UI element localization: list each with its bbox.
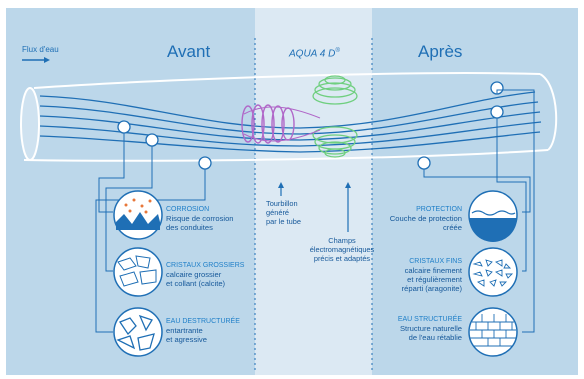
before-item-title: CORROSION [166,206,210,213]
before-item-destructured-water: EAU DESTRUCTURÉE entartrante et agressiv… [166,318,256,344]
vortex-coil [241,104,321,144]
after-item-title: CRISTAUX FINS [409,258,462,265]
after-item-desc: calcaire finement et régulièrement répar… [401,266,462,293]
connectors-left [95,133,206,333]
field-pointer-arrow [345,182,351,232]
coarse-crystals-icon [113,247,163,297]
electromagnetic-field [312,75,358,158]
flow-arrow-icon [22,57,50,63]
before-item-title: EAU DESTRUCTURÉE [166,318,240,325]
pipe-inlet [20,87,40,161]
after-heading: Après [418,42,463,61]
before-item-corrosion: CORROSION Risque de corrosion des condui… [166,206,256,232]
vortex-pointer-arrow [278,182,284,196]
before-item-title: CRISTAUX GROSSIERS [166,262,245,269]
structured-water-icon [468,307,518,357]
after-item-desc: Structure naturelle de l'eau rétablie [399,324,462,342]
corrosion-icon [113,190,163,240]
before-heading: Avant [167,42,211,61]
protection-layer-icon [468,190,518,242]
registered-mark: ® [335,48,340,54]
pipe-marker-icons [117,81,504,170]
after-item-structured-water: EAU STRUCTURÉE Structure naturelle de l'… [372,316,462,342]
before-item-coarse-crystals: CRISTAUX GROSSIERS calcaire grossier et … [166,262,256,288]
after-item-fine-crystals: CRISTAUX FINS calcaire finement et régul… [372,258,462,293]
before-item-desc: calcaire grossier et collant (calcite) [166,270,226,288]
device-name: AQUA 4 D® [289,48,340,59]
connectors-right [423,89,535,333]
after-item-title: PROTECTION [416,206,462,213]
device-name-text: AQUA 4 D [289,48,336,60]
pipe [20,72,558,162]
before-item-desc: Risque de corrosion des conduites [166,214,234,232]
after-item-title: EAU STRUCTURÉE [397,316,462,323]
before-item-desc: entartrante et agressive [166,326,207,344]
vortex-label: Tourbillon généré par le tube [266,199,301,226]
center-band [255,8,372,375]
destructured-water-icon [113,307,163,357]
electromagnetic-field-label: Champs électromagnétiques précis et adap… [309,236,375,263]
flow-label: Flux d'eau [22,45,59,54]
after-item-desc: Couche de protection créée [389,214,462,232]
fine-crystals-icon [468,247,518,297]
after-item-protection: PROTECTION Couche de protection créée [372,206,462,232]
